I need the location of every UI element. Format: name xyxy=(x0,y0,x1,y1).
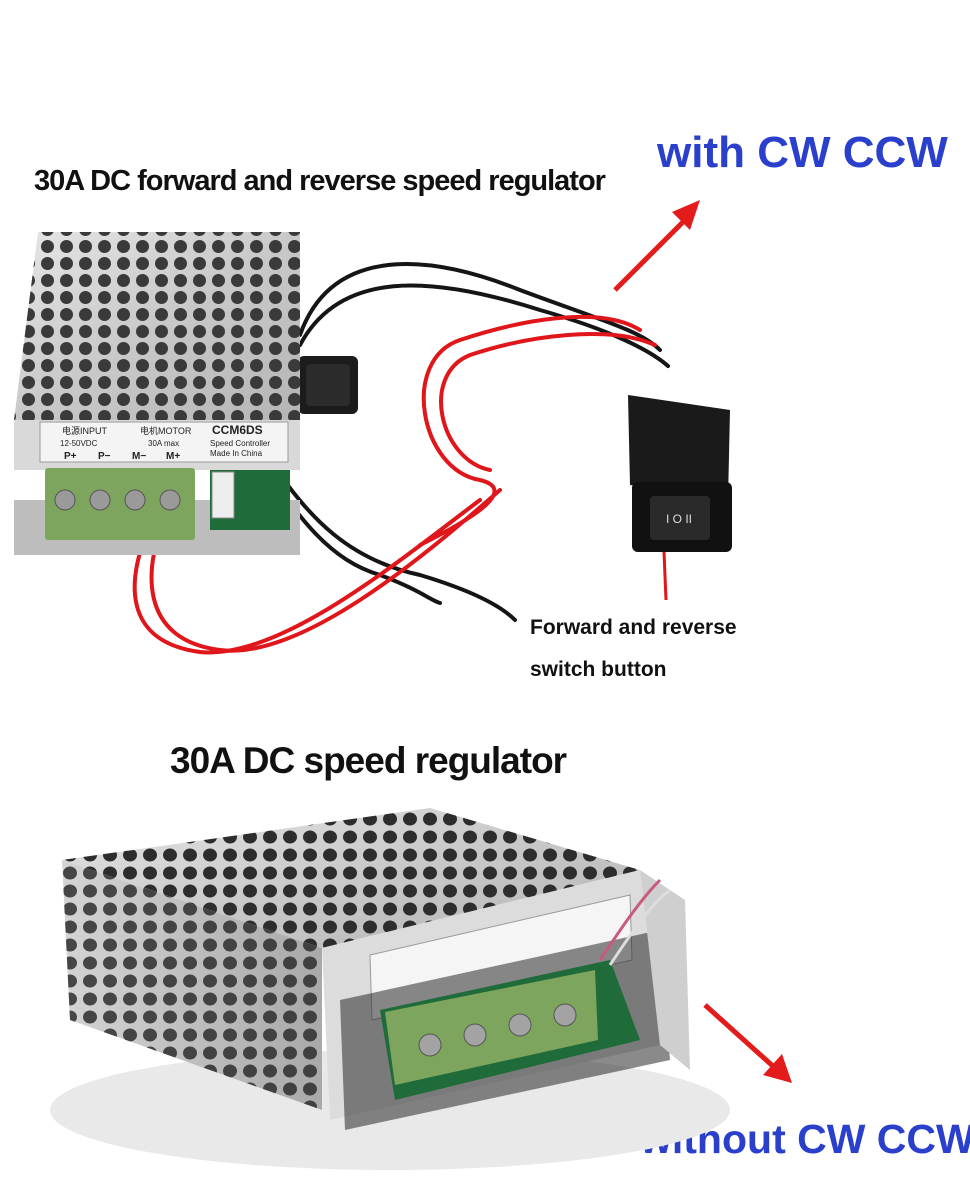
label-line2: Speed Controller xyxy=(210,439,270,448)
terminal-m-minus: M− xyxy=(132,451,146,462)
terminal-p-plus: P+ xyxy=(64,451,77,462)
terminal-m-plus: M+ xyxy=(166,451,180,462)
label-line3: Made In China xyxy=(210,449,263,458)
label-input: 电源INPUT xyxy=(62,425,108,436)
switch-caption: Forward and reverse switch button xyxy=(530,607,737,691)
with-cw-ccw-label: with CW CCW xyxy=(657,128,948,177)
switch-caption-line1: Forward and reverse xyxy=(530,616,737,639)
top-controller-enclosure: 电源INPUT 12-50VDC 电机MOTOR 30A max CCM6DS … xyxy=(14,232,300,555)
bottom-title: 30A DC speed regulator xyxy=(170,740,567,781)
label-motor: 电机MOTOR xyxy=(140,425,192,436)
switch-symbols: I O II xyxy=(666,512,692,526)
motor-wires xyxy=(132,262,670,655)
label-motor-a: 30A max xyxy=(148,439,179,448)
terminal-p-minus: P− xyxy=(98,451,111,462)
bottom-controller-enclosure xyxy=(50,808,730,1170)
without-cw-ccw-label: without CW CCW xyxy=(640,1116,970,1162)
top-terminal-block xyxy=(45,468,195,540)
arrow-to-with-cw-ccw xyxy=(613,200,700,292)
label-model: CCM6DS xyxy=(212,423,263,437)
label-input-v: 12-50VDC xyxy=(60,439,98,448)
top-title: 30A DC forward and reverse speed regulat… xyxy=(34,165,606,197)
switch-caption-line2: switch button xyxy=(530,658,667,681)
arrow-to-without-cw-ccw xyxy=(703,1003,792,1083)
potentiometer-knob xyxy=(298,356,358,414)
forward-reverse-switch: I O II xyxy=(628,395,732,601)
bottom-terminal-block xyxy=(385,970,598,1085)
